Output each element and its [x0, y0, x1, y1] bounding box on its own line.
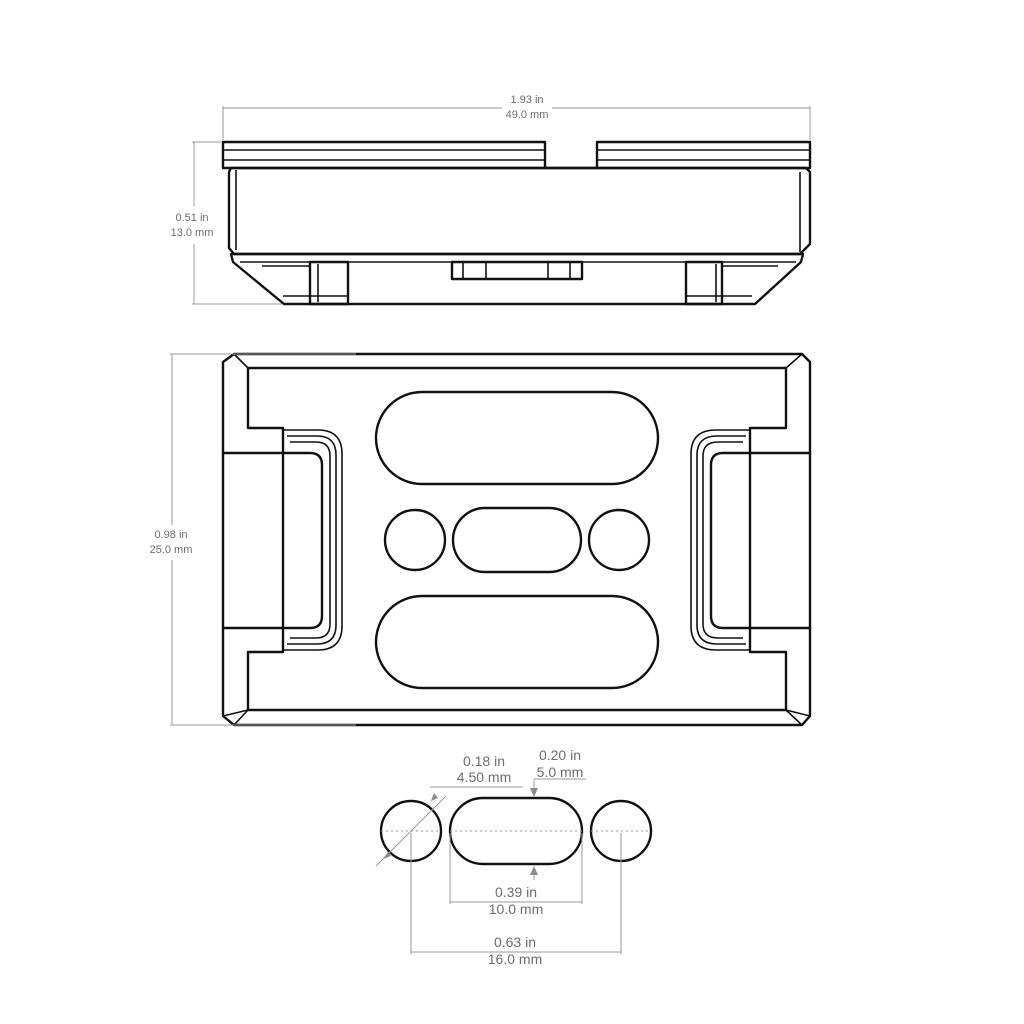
- slot-length-metric: 10.0 mm: [489, 901, 543, 917]
- depth-imperial: 0.98 in: [154, 529, 187, 541]
- overall-width-imperial: 1.93 in: [510, 94, 543, 106]
- lower-slot: [374, 594, 660, 690]
- height-metric: 13.0 mm: [171, 227, 214, 239]
- overall-width-dimension: 1.93 in 49.0 mm: [222, 94, 811, 140]
- left-foot: [308, 260, 350, 306]
- height-dimension: 0.51 in 13.0 mm: [171, 141, 282, 305]
- depth-metric: 25.0 mm: [150, 544, 193, 556]
- detail-view: [379, 796, 653, 866]
- slot-width-imperial: 0.20 in: [539, 747, 581, 763]
- front-view: [221, 140, 812, 306]
- plate-outline: [221, 352, 812, 727]
- right-foot: [684, 260, 724, 306]
- depth-dimension: 0.98 in 25.0 mm: [150, 353, 356, 726]
- main-body: [227, 166, 812, 256]
- left-hole: [383, 508, 447, 572]
- left-tab-outer: [221, 451, 324, 630]
- hole-diameter-dimension: 0.18 in 4.50 mm: [375, 753, 523, 867]
- slot-length-imperial: 0.39 in: [495, 884, 537, 900]
- hole-spacing-dimension: 0.63 in 16.0 mm: [410, 833, 622, 967]
- right-hole: [587, 508, 651, 572]
- slot-width-dimension: 0.20 in 5.0 mm: [530, 747, 586, 880]
- slot-width-metric: 5.0 mm: [537, 764, 584, 780]
- right-tab-outer: [709, 451, 812, 630]
- left-tab-rim: [283, 429, 343, 651]
- hole-diameter-metric: 4.50 mm: [457, 769, 511, 785]
- center-slot: [451, 506, 583, 574]
- center-rail: [450, 260, 584, 281]
- top-view: [221, 352, 812, 727]
- base-chamfer: [229, 252, 805, 306]
- height-imperial: 0.51 in: [175, 212, 208, 224]
- overall-width-metric: 49.0 mm: [506, 109, 549, 121]
- top-plate: [221, 140, 812, 170]
- inner-pocket: [246, 366, 788, 712]
- right-tab-rim: [690, 429, 750, 651]
- slot-length-dimension: 0.39 in 10.0 mm: [449, 833, 583, 917]
- hole-spacing-imperial: 0.63 in: [494, 934, 536, 950]
- upper-slot: [374, 390, 660, 486]
- hole-spacing-metric: 16.0 mm: [488, 951, 542, 967]
- hole-diameter-imperial: 0.18 in: [463, 753, 505, 769]
